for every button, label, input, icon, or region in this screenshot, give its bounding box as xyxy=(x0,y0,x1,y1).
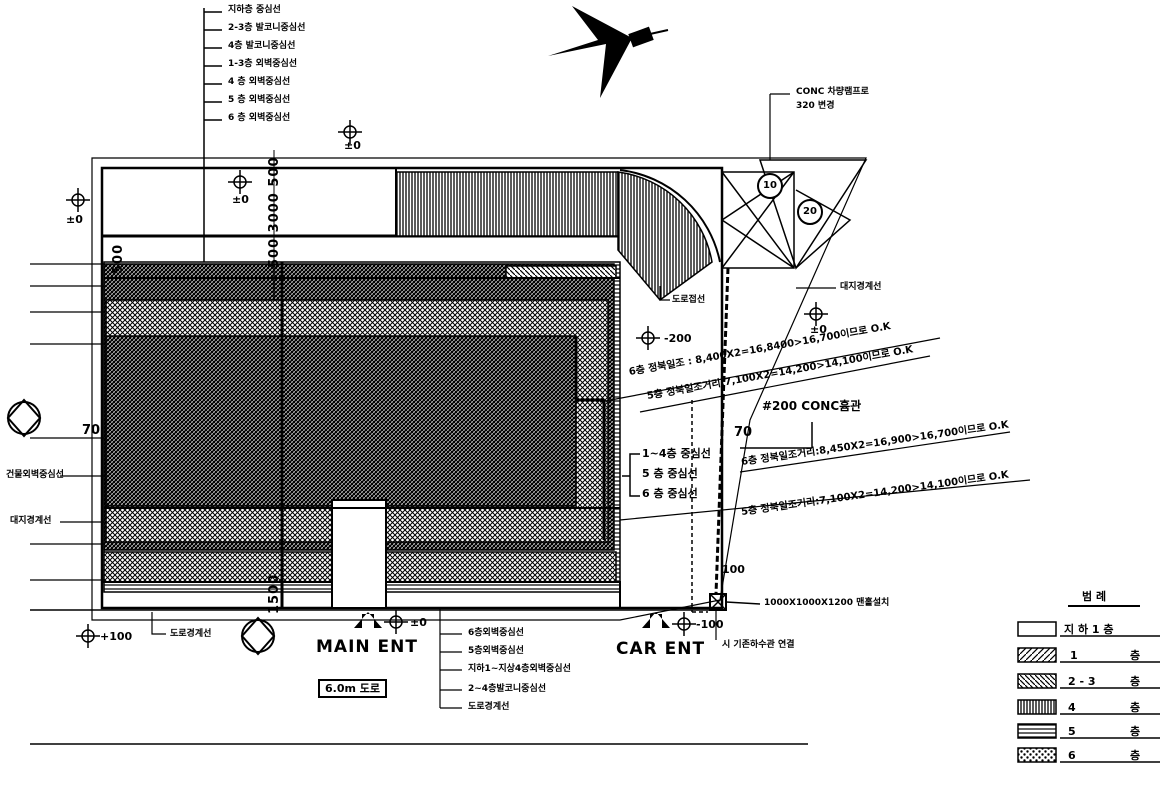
brace-label: 1~4층 중심선 xyxy=(642,447,711,460)
ramp-label: 도로접선 xyxy=(672,295,706,305)
bottom-leader-label: 도로경계선 xyxy=(468,702,510,712)
level-label-right-top: ±0 xyxy=(810,323,827,336)
ramp-area xyxy=(395,169,721,302)
top-leader-label: 4층 발코니중심선 xyxy=(228,41,296,51)
conc-label-2: 320 변경 xyxy=(796,101,835,111)
bottom-leader-label: 2~4층발코니중심선 xyxy=(468,684,547,694)
level-label-right-mid: -200 xyxy=(664,332,692,345)
legend-label: 1 xyxy=(1070,649,1078,662)
level-label-bottom-mid: ±0 xyxy=(410,616,427,629)
circle-marker-label: 20 xyxy=(803,206,817,217)
legend-unit: 층 xyxy=(1130,701,1141,714)
sewer-label: 시 기존하수관 연결 xyxy=(722,640,795,650)
level-marker-icon xyxy=(66,120,828,648)
vertical-dimension: 500 3000 500 xyxy=(267,156,282,268)
main-entrance-label: MAIN ENT xyxy=(316,637,418,657)
ramp-leader xyxy=(659,286,670,301)
legend-unit: 층 xyxy=(1130,675,1141,688)
legend-swatches xyxy=(1017,605,1160,763)
brace-label: 6 층 중심선 xyxy=(642,487,698,500)
top-leader-label: 6 층 외벽중심선 xyxy=(228,113,291,123)
circle-marker-label: 10 xyxy=(763,180,777,191)
top-leader-label: 2-3층 발코니중심선 xyxy=(228,23,306,33)
site-boundary-label-right: 대지경계선 xyxy=(840,282,882,292)
car-entrance-label: CAR ENT xyxy=(616,639,706,659)
top-leader-label: 5 층 외벽중심선 xyxy=(228,95,291,105)
legend-unit: 층 xyxy=(1130,749,1141,762)
brace-label: 5 층 중심선 xyxy=(642,467,698,480)
bottom-leader-lines xyxy=(151,608,717,709)
concrete-ramp xyxy=(721,159,868,270)
road-width-label: 6.0m 도로 xyxy=(318,679,388,698)
site-boundary-label-left: 대지경계선 xyxy=(10,516,52,526)
circle-marker xyxy=(757,173,823,225)
building-base xyxy=(101,581,621,609)
vertical-dimension: 500 xyxy=(111,243,126,274)
legend-title: 범 례 xyxy=(1082,590,1107,603)
dimension-label: 70 xyxy=(82,423,101,438)
top-leader-label: 지하층 중심선 xyxy=(228,5,281,15)
legend-label: 5 xyxy=(1068,725,1076,738)
top-leader-label: 4 층 외벽중심선 xyxy=(228,77,291,87)
level-label-inner: ±0 xyxy=(232,193,249,206)
legend-label: 지 하 1 층 xyxy=(1064,623,1114,636)
road-boundary-label: 도로경계선 xyxy=(170,629,212,639)
left-dimension-lines xyxy=(30,150,720,611)
drain-pipe-label: #200 CONC흄관 xyxy=(762,399,862,413)
left-section-marker xyxy=(6,398,42,438)
level-label-bottom-right: -100 xyxy=(696,618,724,631)
dimension-label: 70 xyxy=(734,425,753,440)
level-label-bottom-left: +100 xyxy=(100,630,133,643)
legend-label: 6 xyxy=(1068,749,1076,762)
manhole-label: 1000X1000X1200 맨홀설치 xyxy=(764,598,890,608)
conc-label-1: CONC 차량램프로 xyxy=(796,87,869,97)
top-leader-label: 1-3층 외벽중심선 xyxy=(228,59,298,69)
dimension-label: 100 xyxy=(722,563,745,576)
drain-line xyxy=(691,267,813,613)
entry-arrow-icon xyxy=(354,612,670,628)
bottom-section-marker xyxy=(240,616,276,656)
legend-unit: 층 xyxy=(1130,725,1141,738)
building-floors xyxy=(103,261,621,609)
bottom-leader-label: 지하1~지상4층외벽중심선 xyxy=(468,664,571,674)
level-label-left: ±0 xyxy=(66,213,83,226)
bottom-leader-label: 6층외벽중심선 xyxy=(468,628,524,638)
level-label-top: ±0 xyxy=(344,139,361,152)
vertical-dimension: 1500 xyxy=(267,573,282,614)
north-arrow-icon xyxy=(548,6,669,98)
legend-label: 4 xyxy=(1068,701,1076,714)
brace-mark xyxy=(622,453,640,497)
legend-label: 2 - 3 xyxy=(1068,675,1096,688)
setback-lines xyxy=(599,337,1031,521)
building-wall-label: 건물외벽중심선 xyxy=(6,470,64,480)
bottom-leader-label: 5층외벽중심선 xyxy=(468,646,524,656)
legend-unit: 층 xyxy=(1130,649,1141,662)
